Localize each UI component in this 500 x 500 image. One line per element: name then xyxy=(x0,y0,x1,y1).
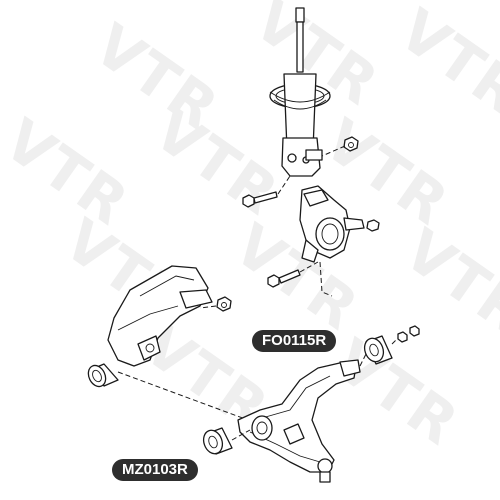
guide-line xyxy=(277,175,291,195)
watermark-text: VTR xyxy=(322,326,472,459)
knuckle-nut xyxy=(366,219,380,232)
knuckle-bore xyxy=(315,217,345,251)
part-label-lower: MZ0103R xyxy=(112,459,198,481)
arm-rear-eye xyxy=(339,359,361,377)
ball-joint xyxy=(317,458,333,474)
washers xyxy=(397,325,420,343)
spring-coil xyxy=(269,91,331,103)
strut-assembly xyxy=(269,7,331,177)
washer xyxy=(397,331,408,343)
arm-front-eye xyxy=(251,415,273,441)
subframe-bracket xyxy=(107,265,213,367)
washer xyxy=(409,325,420,337)
rear-bushing xyxy=(363,335,393,365)
knuckle-lower-arm xyxy=(301,239,319,263)
lower-control-arm xyxy=(237,359,361,483)
watermark-layer: VTR VTR VTR VTR VTR VTR VTR VTR VTR VTR … xyxy=(0,0,500,459)
strut-rod-tip xyxy=(295,7,305,23)
knuckle-bolt xyxy=(267,269,301,288)
front-bushing xyxy=(202,427,233,455)
spring-coil xyxy=(273,99,327,110)
knuckle-tab xyxy=(343,217,365,231)
guide-line xyxy=(359,353,367,367)
ball-joint-stud xyxy=(319,471,331,483)
guide-line xyxy=(319,261,333,297)
bracket-flange xyxy=(179,289,213,309)
steering-knuckle xyxy=(299,185,365,263)
guide-line xyxy=(299,261,319,273)
strut-bolt xyxy=(242,191,278,208)
bracket-nut xyxy=(216,296,232,312)
bracket-bushing xyxy=(87,363,119,388)
strut-bracket xyxy=(281,137,321,177)
strut-rod xyxy=(296,21,304,73)
guide-line xyxy=(199,305,217,309)
watermark-text: VTR xyxy=(0,106,142,239)
bracket-tab xyxy=(305,149,323,161)
bracket-mount xyxy=(137,335,161,361)
bracket-hole xyxy=(287,153,297,163)
strut-nut xyxy=(343,136,359,152)
watermark-text: VTR xyxy=(387,0,500,129)
arm-cutout xyxy=(283,423,305,445)
guide-line xyxy=(391,337,399,345)
guide-line xyxy=(231,429,251,441)
guide-line xyxy=(321,145,346,157)
watermark-text: VTR xyxy=(392,216,500,349)
knuckle-arm xyxy=(303,189,329,207)
part-label-upper: FO0115R xyxy=(252,330,337,352)
guide-line xyxy=(117,371,249,421)
